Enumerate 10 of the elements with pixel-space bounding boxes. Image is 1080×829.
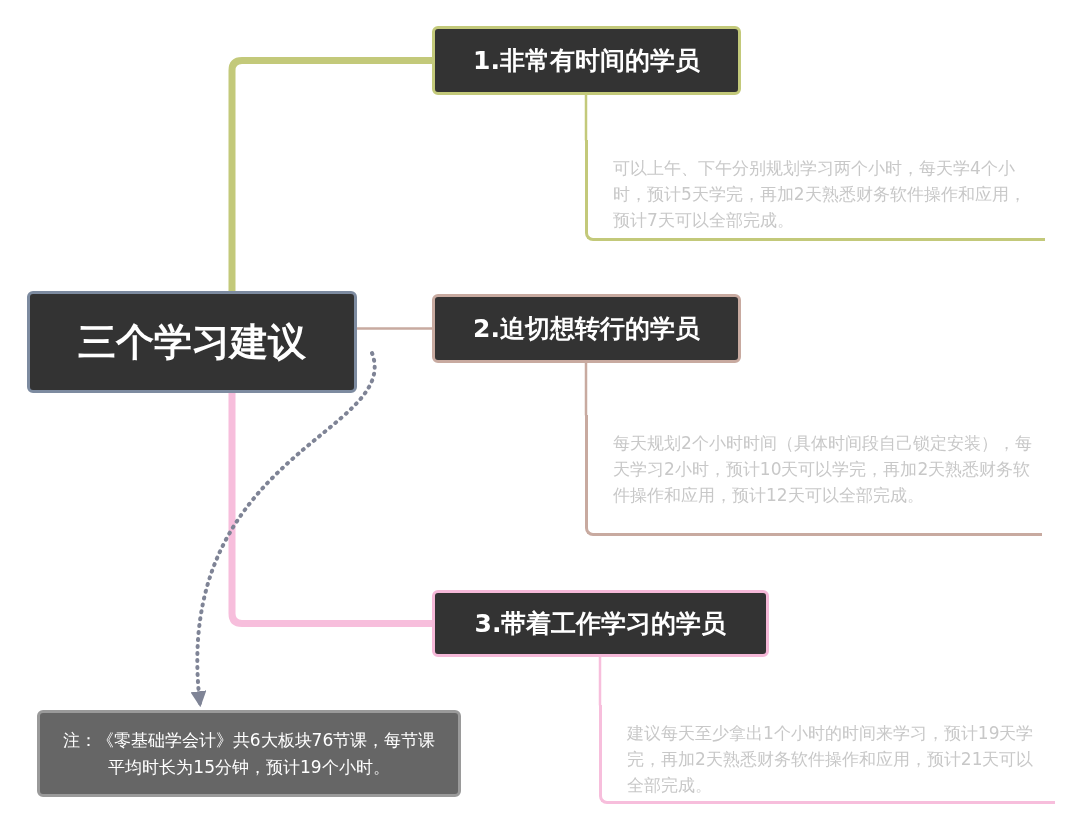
branch-box: 2.迫切想转行的学员 bbox=[432, 294, 741, 363]
dotted-arrow bbox=[191, 351, 377, 708]
connector-line bbox=[584, 361, 588, 417]
connector-line bbox=[598, 655, 602, 707]
connector-line bbox=[355, 327, 434, 330]
connector-line bbox=[584, 93, 588, 142]
branch-box: 3.带着工作学习的学员 bbox=[432, 590, 769, 657]
topic-box: 三个学习建议 bbox=[27, 291, 357, 393]
branch-box: 1.非常有时间的学员 bbox=[432, 26, 741, 95]
note-box: 注：《零基础学会计》共6大板块76节课，每节课平均时长为15分钟，预计19个小时。 bbox=[37, 710, 461, 797]
